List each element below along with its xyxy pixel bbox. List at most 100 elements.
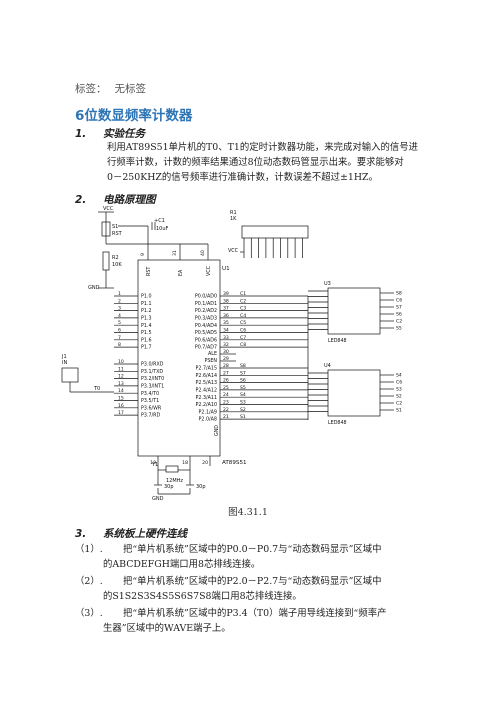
pin-name: P1.7 xyxy=(141,345,152,351)
net-label: S1 xyxy=(396,408,402,414)
pin-name: P2.5/A13 xyxy=(195,380,217,386)
net-label: C7 xyxy=(240,335,246,341)
pin-number: 27 xyxy=(223,370,229,376)
net-label: S5 xyxy=(396,326,402,332)
step-marker: （3）. xyxy=(75,608,103,619)
pin-name: P1.6 xyxy=(141,337,152,343)
step-text: 把“单片机系统”区域中的P3.4（T0）端子用导线连接到“频率产 xyxy=(123,608,387,619)
pin-number: 21 xyxy=(223,414,229,420)
pin-name: P2.1/A9 xyxy=(199,409,217,415)
pin-name: P0.3/AD3 xyxy=(195,316,217,322)
step-marker: （1）. xyxy=(75,544,103,555)
page-title: 6位数显频率计数器 xyxy=(75,108,193,124)
paragraph-line: 行频率计数，计数的频率结果通过8位动态数码管显示出来。要求能够对 xyxy=(107,157,404,169)
pin-number: 29 xyxy=(223,356,229,362)
switch-label: RST xyxy=(112,231,123,237)
pin-number: 28 xyxy=(223,363,229,369)
mcu-chip-label: AT89S51 xyxy=(222,460,247,466)
pin-number: 35 xyxy=(223,320,229,326)
pin-number: 23 xyxy=(223,400,229,406)
pin-name: P3.1/TXD xyxy=(141,369,163,375)
display-ref: U4 xyxy=(324,363,331,369)
pin-name: P1.2 xyxy=(141,308,152,314)
pin-number: 17 xyxy=(118,410,124,416)
pin-number: 36 xyxy=(223,313,229,319)
led-display xyxy=(327,287,381,335)
pin-number: 16 xyxy=(118,403,124,409)
net-label: C6 xyxy=(396,380,402,386)
section-1-heading: 1.实验任务 xyxy=(75,126,145,141)
pin-number: 25 xyxy=(223,385,229,391)
crystal-label: 12MHz xyxy=(166,478,183,484)
pin-name: P3.7/RD xyxy=(141,413,160,419)
resistor-label: R2 xyxy=(112,255,119,261)
net-label: C6 xyxy=(240,328,246,334)
pin-number: 11 xyxy=(118,366,124,372)
pin-number: 6 xyxy=(118,328,121,334)
vcc-label: VCC xyxy=(103,206,114,212)
net-label: C8 xyxy=(240,342,246,348)
display-label: LED848 xyxy=(328,420,347,426)
pin-number: 19 xyxy=(150,460,156,466)
pin-number: 5 xyxy=(118,320,121,326)
gnd-label: GND xyxy=(152,496,164,500)
net-label: C2 xyxy=(240,298,246,304)
net-label: S4 xyxy=(240,392,246,398)
pin-number: 13 xyxy=(118,381,124,387)
net-label: C6 xyxy=(396,298,402,304)
pin-number: 31 xyxy=(172,250,178,256)
display-label: LED848 xyxy=(328,338,347,344)
net-label: S7 xyxy=(396,305,402,311)
reset-switch xyxy=(101,221,111,237)
wiring-step-2: （2）.把“单片机系统”区域中的P2.0－P2.7与“动态数码显示”区域中 的S… xyxy=(75,574,435,604)
crystal xyxy=(165,465,179,473)
pin-name: GND xyxy=(214,425,220,436)
pin-name: EA xyxy=(178,269,184,276)
pin-name: P3.2/INT0 xyxy=(141,376,164,382)
pin-name: P1.3 xyxy=(141,316,152,322)
pin-number: 15 xyxy=(118,396,124,402)
resistor-label: R1 xyxy=(230,210,237,216)
paragraph-line: 利用AT89S51单片机的T0、T1的定时计数器功能，来完成对输入的信号进 xyxy=(107,142,418,153)
mcu-ref-label: U1 xyxy=(222,266,230,272)
pin-name: P3.0/RXD xyxy=(141,362,164,368)
net-label: S6 xyxy=(396,312,402,318)
capacitor-label: +C1 xyxy=(154,218,165,224)
pin-name: PSEN xyxy=(204,358,217,364)
pin-number: 4 xyxy=(118,313,121,319)
section-number: 3. xyxy=(75,528,87,540)
pin-name: VCC xyxy=(206,265,212,276)
pin-name: P0.4/AD4 xyxy=(195,323,217,329)
resistor-label: 10K xyxy=(112,262,122,268)
net-label: C1 xyxy=(240,291,246,297)
net-label: S6 xyxy=(240,378,246,384)
pin-number: 8 xyxy=(118,342,121,348)
net-label: T0 xyxy=(93,386,100,392)
pin-number: 2 xyxy=(118,298,121,304)
pin-number: 20 xyxy=(202,460,208,466)
net-label: S2 xyxy=(240,407,246,413)
pin-name: P1.0 xyxy=(141,294,152,300)
pin-name: P0.7/AD7 xyxy=(195,345,217,351)
pin-number: 38 xyxy=(223,298,229,304)
capacitor-label: 30p xyxy=(164,484,174,490)
circuit-schematic: AT89S51U19RST31EA40VCC1P1.02P1.13P1.24P1… xyxy=(61,206,402,500)
net-label: S3 xyxy=(240,400,246,406)
pin-name: RST xyxy=(146,267,152,276)
tags-label: 标签： xyxy=(75,83,107,95)
pin-name: P1.1 xyxy=(141,301,152,307)
section-2-heading: 2.电路原理图 xyxy=(75,192,156,207)
pin-number: 22 xyxy=(223,407,229,413)
capacitor-label: 10uF xyxy=(156,226,169,232)
net-label: C2 xyxy=(396,401,402,407)
step-text-cont: 的S1S2S3S4S5S6S7S8端口用8芯排线连接。 xyxy=(103,591,302,603)
paragraph-line: 0－250KHZ的信号频率进行准确计数，计数误差不超过±1HZ。 xyxy=(107,172,378,184)
pin-number: 12 xyxy=(118,374,124,380)
pin-name: P3.3/INT1 xyxy=(141,384,164,390)
net-label: C2 xyxy=(396,319,402,325)
pin-number: 26 xyxy=(223,378,229,384)
connector-label: J1 xyxy=(61,354,67,360)
pin-number: 39 xyxy=(223,291,229,297)
connector-label: IN xyxy=(62,360,67,366)
figure-caption: 图4.31.1 xyxy=(228,507,268,518)
